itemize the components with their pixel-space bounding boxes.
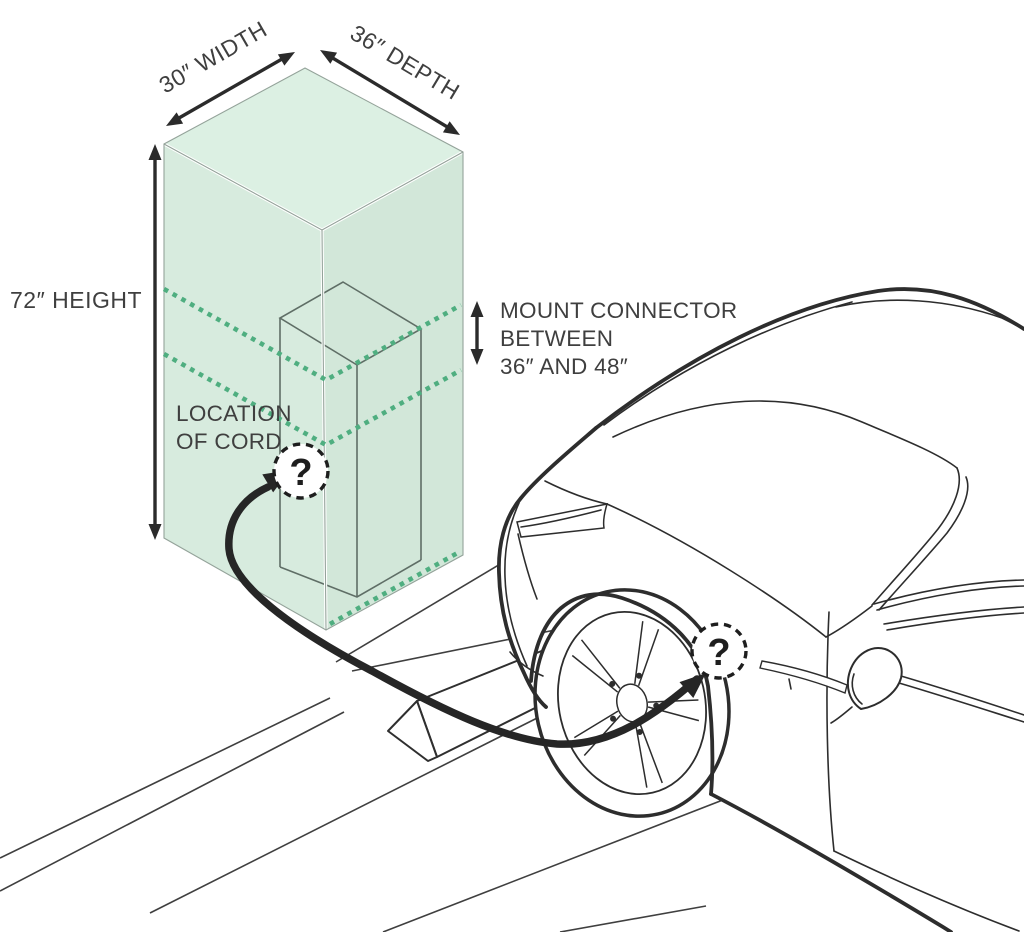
headlight <box>516 503 609 538</box>
headlight-inner-line <box>520 509 602 528</box>
door-handle-tick <box>788 678 792 690</box>
height-label: 72″ HEIGHT <box>10 287 142 313</box>
dimension-annotations <box>148 50 484 540</box>
car-body-fill <box>498 289 1024 932</box>
dotted-line-36in <box>162 351 463 448</box>
beltline-upper-1 <box>873 579 1024 605</box>
car <box>497 287 1024 932</box>
clearance-left-face <box>164 144 326 630</box>
beltline-lower-2 <box>898 682 1024 723</box>
beltline-mid-1 <box>883 606 1024 625</box>
fender-front-edge <box>517 533 538 600</box>
car-front-contour <box>497 426 598 709</box>
mount-note-line2: BETWEEN <box>500 326 613 351</box>
mirror-foot <box>830 706 853 724</box>
cowl-side-line <box>825 605 873 638</box>
clearance-top-face <box>164 68 463 230</box>
door-handle <box>759 660 848 694</box>
side-mirror <box>830 647 903 724</box>
bumper-inner-contour <box>504 502 528 667</box>
charger-pedestal <box>278 281 423 598</box>
curb-line-corner <box>559 905 707 932</box>
mount-note-line3: 36″ AND 48″ <box>500 354 628 379</box>
a-pillar-rear <box>878 476 969 611</box>
width-arrow <box>171 53 290 124</box>
car-detail-lines <box>504 299 1024 932</box>
mirror-inner-line <box>851 673 863 705</box>
roof-drip-rail <box>835 299 1024 330</box>
wheel-stop-end-face <box>387 700 438 762</box>
mount-note-line1: MOUNT CONNECTOR <box>500 298 737 323</box>
car-port-question-mark: ? <box>707 632 730 674</box>
width-label: 30″ WIDTH <box>155 16 272 99</box>
parking-stripe-near <box>0 711 345 892</box>
beltline-upper-2 <box>876 585 1024 611</box>
bumper-lower-detail <box>509 651 544 677</box>
clearance-zone-box <box>162 67 464 631</box>
wheel-spokes <box>571 621 700 788</box>
cord-note-line1: LOCATION <box>176 401 292 426</box>
walkway-far-edge <box>335 550 523 663</box>
dotted-line-48in <box>162 286 463 383</box>
car-rocker-panel <box>709 792 953 932</box>
question-markers: ? ? <box>272 442 748 680</box>
car-port-question-marker: ? <box>690 622 748 680</box>
a-pillar-inner <box>603 301 853 426</box>
cord-path <box>225 483 701 748</box>
clearance-box-edges <box>163 67 464 631</box>
depth-label: 36″ DEPTH <box>346 19 464 104</box>
cord-arrowhead-car <box>679 673 706 698</box>
charger-question-mark: ? <box>289 452 312 494</box>
parking-stripe-far <box>0 697 331 859</box>
mirror-body <box>846 647 903 711</box>
charger-question-circle <box>272 442 330 500</box>
car-port-question-circle <box>690 622 748 680</box>
charger-cord-question-marker: ? <box>272 442 330 500</box>
beltline-mid-2 <box>886 612 1024 631</box>
hood-front-edge <box>544 480 608 505</box>
door-sill-line <box>833 850 1020 932</box>
a-pillar-front <box>871 467 961 606</box>
cord-note-line2: OF CORD <box>176 429 282 454</box>
beltline-lower-1 <box>900 675 1024 716</box>
car-roofline <box>594 287 1024 430</box>
front-wheel <box>533 588 731 818</box>
mount-height-dotted-lines <box>162 286 463 627</box>
door-front-edge <box>826 611 835 852</box>
clearance-right-face <box>322 152 463 630</box>
hood-shut-line <box>606 503 827 638</box>
windshield-base <box>612 400 958 469</box>
depth-arrow <box>325 52 455 133</box>
car-wheel-arch <box>529 592 715 796</box>
